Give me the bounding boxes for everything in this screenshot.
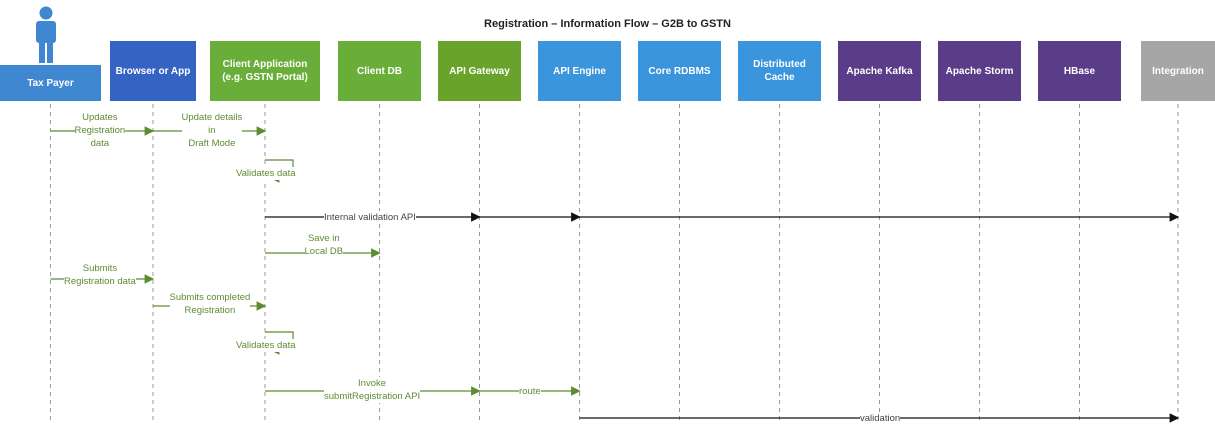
label-line: in (208, 125, 216, 136)
label-line: submitRegistration API (324, 391, 421, 402)
participant-taxpayer: Tax Payer (0, 65, 101, 101)
label-line: Updates (82, 112, 118, 123)
label-validates-data-2: Validates data (236, 339, 296, 352)
label-line: Invoke (358, 378, 387, 389)
participant-client-app: Client Application (e.g. GSTN Portal) (210, 41, 320, 101)
label-line: data (90, 138, 110, 149)
label-validation: validation (860, 412, 901, 425)
label-internal-validation: Internal validation API (324, 211, 416, 224)
label-validates-data-1: Validates data (236, 167, 296, 180)
label-line: Save in (307, 233, 340, 244)
label-line: Internal validation API (324, 212, 416, 223)
label-line: validation (860, 413, 901, 424)
label-route: route (519, 385, 541, 398)
label-line: Validates data (236, 168, 296, 179)
label-invoke-submit: Invoke submitRegistration API (324, 377, 421, 403)
label-line: Registration (184, 305, 236, 316)
participant-browser: Browser or App (110, 41, 196, 101)
participant-dist-cache: Distributed Cache (738, 41, 821, 101)
participant-integration: Integration (1141, 41, 1215, 101)
participant-api-gateway: API Gateway (438, 41, 521, 101)
label-line: Update details (181, 112, 243, 123)
actor-icon (33, 6, 59, 69)
label-line: Draft Mode (188, 138, 236, 149)
label-line: Local DB (304, 246, 344, 257)
participant-storm: Apache Storm (938, 41, 1021, 101)
participant-api-engine: API Engine (538, 41, 621, 101)
label-line: route (519, 386, 541, 397)
label-line: Submits (82, 263, 118, 274)
label-line: Submits completed (169, 292, 251, 303)
diagram-title: Registration – Information Flow – G2B to… (484, 18, 731, 30)
participant-client-db: Client DB (338, 41, 421, 101)
participant-core-rdbms: Core RDBMS (638, 41, 721, 101)
label-line: Registration (74, 125, 126, 136)
label-save-local: Save in Local DB (304, 232, 344, 258)
label-line: Registration data (64, 276, 136, 287)
label-line: Validates data (236, 340, 296, 351)
participant-hbase: HBase (1038, 41, 1121, 101)
participant-kafka: Apache Kafka (838, 41, 921, 101)
